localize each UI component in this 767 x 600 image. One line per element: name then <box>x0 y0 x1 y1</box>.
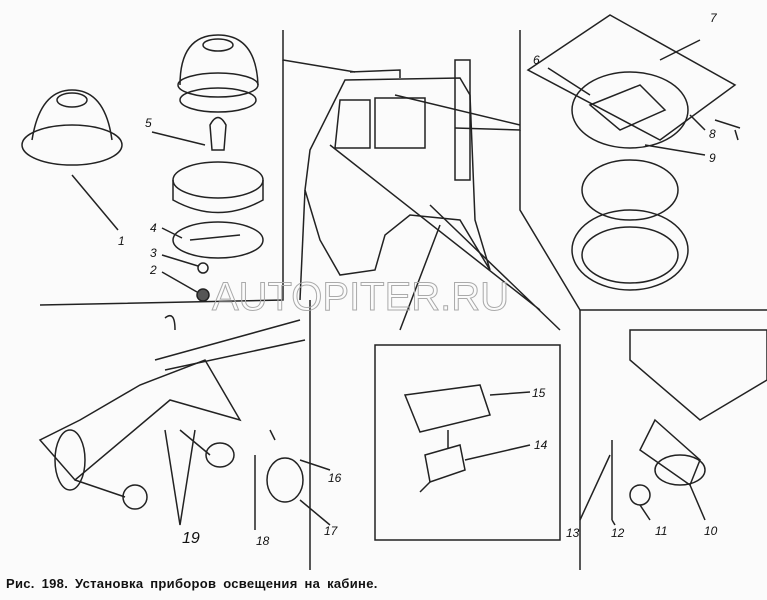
callout-17: 17 <box>324 524 339 538</box>
callout-14: 14 <box>534 438 548 452</box>
callout-16: 16 <box>328 471 342 485</box>
section-dividers <box>39 30 767 570</box>
callout-13: 13 <box>566 526 580 540</box>
switch-assembly <box>403 384 531 493</box>
callout-1: 1 <box>118 234 125 248</box>
callout-3: 3 <box>150 246 157 260</box>
callout-18: 18 <box>256 534 270 548</box>
callout-15: 15 <box>532 386 546 400</box>
truck-cab <box>299 59 561 331</box>
watermark: AUTOPITER.RU <box>212 275 509 319</box>
dome-lamp <box>526 14 741 291</box>
callout-10: 10 <box>704 524 718 538</box>
figure-caption: Рис. 198. Установка приборов освещения н… <box>6 576 378 591</box>
callout-9: 9 <box>709 151 716 165</box>
callout-2: 2 <box>149 263 157 277</box>
callout-11: 11 <box>655 524 667 538</box>
callout-6: 6 <box>533 53 540 67</box>
callout-19: 19 <box>182 530 200 547</box>
marker-lamp-1 <box>21 89 123 231</box>
callout-4: 4 <box>150 221 157 235</box>
callout-7: 7 <box>710 11 718 25</box>
callout-8: 8 <box>709 127 716 141</box>
callout-12: 12 <box>611 526 625 540</box>
plate-lamp <box>579 329 767 526</box>
searchlight <box>38 315 331 530</box>
marker-lamp-exploded <box>151 34 264 302</box>
callout-5: 5 <box>145 116 152 130</box>
callout-labels: 1 2 3 4 5 6 7 8 9 10 11 12 13 14 15 16 1… <box>118 11 718 548</box>
